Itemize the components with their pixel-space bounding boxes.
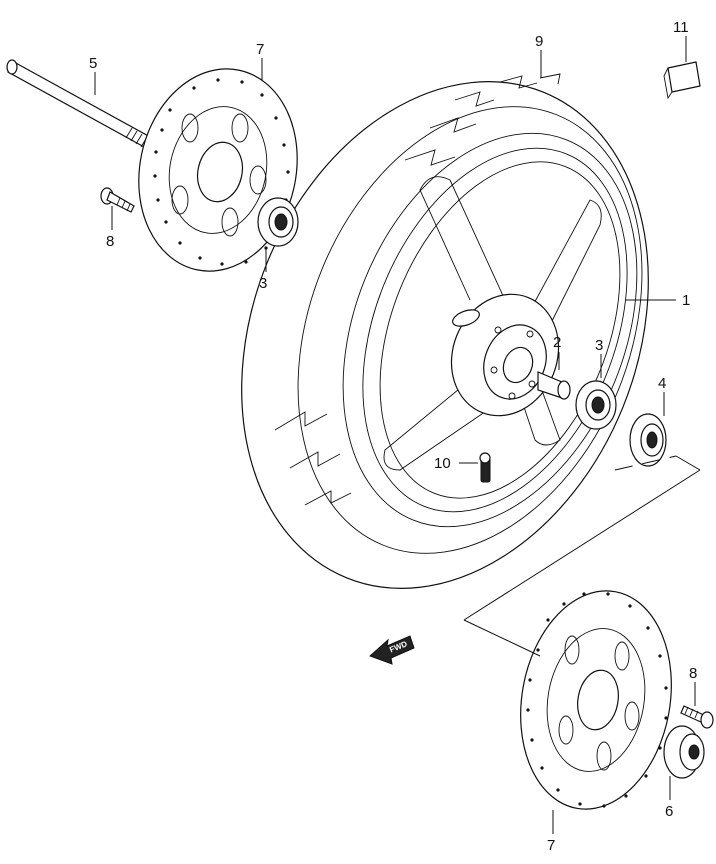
oil-seal-part-4 bbox=[629, 413, 667, 467]
tire-inner-wall bbox=[297, 106, 643, 554]
rim-lip bbox=[379, 161, 621, 499]
callout-9: 9 bbox=[535, 33, 543, 50]
tire-tread bbox=[274, 73, 561, 506]
callout-2: 2 bbox=[553, 334, 561, 351]
bearing-part-3-right bbox=[575, 380, 617, 430]
cap-part-11 bbox=[663, 61, 701, 100]
axle-part-5 bbox=[6, 59, 153, 149]
callout-6: 6 bbox=[665, 803, 673, 820]
spacer-part-2 bbox=[537, 371, 571, 400]
callout-8-lower: 8 bbox=[689, 665, 697, 682]
bolt-part-8-lower bbox=[680, 705, 714, 729]
tire-outer bbox=[241, 81, 649, 589]
bearing-part-3-left bbox=[257, 197, 299, 247]
callout-4: 4 bbox=[658, 375, 666, 392]
rim-inner bbox=[362, 147, 628, 513]
callout-7-lower: 7 bbox=[547, 837, 555, 854]
callout-3-right: 3 bbox=[595, 337, 603, 354]
bolt-part-8-upper bbox=[100, 187, 135, 213]
wheel-assembly bbox=[241, 73, 649, 589]
brake-disc-lower bbox=[520, 590, 672, 810]
valve-part-10 bbox=[479, 452, 491, 483]
callout-1: 1 bbox=[682, 292, 690, 309]
callout-10: 10 bbox=[434, 455, 451, 472]
callout-5: 5 bbox=[89, 55, 97, 72]
callout-labels: 1 2 3 3 4 5 6 7 7 8 8 9 10 11 bbox=[89, 19, 697, 854]
wheel-hub bbox=[450, 293, 560, 417]
callout-11: 11 bbox=[673, 19, 689, 36]
rim-outer bbox=[342, 132, 638, 528]
wheel-spokes bbox=[383, 176, 602, 471]
callout-8-upper: 8 bbox=[106, 233, 114, 250]
callout-3-left: 3 bbox=[259, 275, 267, 292]
collar-part-6 bbox=[663, 725, 705, 779]
leader-lines bbox=[94, 36, 701, 834]
callout-7-upper: 7 bbox=[256, 41, 264, 58]
fwd-direction-arrow: FWD bbox=[369, 635, 415, 665]
